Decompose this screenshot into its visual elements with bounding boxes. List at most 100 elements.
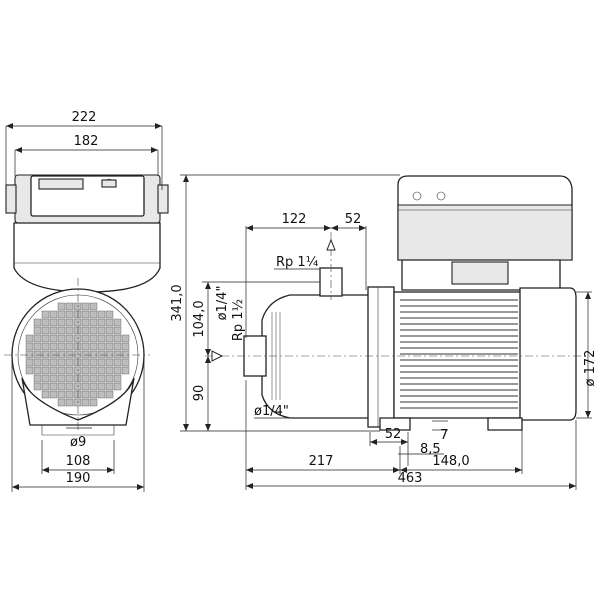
grille-cell xyxy=(49,334,58,343)
grille-cell xyxy=(25,358,34,367)
grille-cell xyxy=(41,390,50,399)
grille-cell xyxy=(57,310,66,319)
grille-cell xyxy=(25,350,34,359)
grille-cell xyxy=(89,326,98,335)
inlet-flow-arrow-icon xyxy=(211,350,224,362)
grille-cell xyxy=(113,318,122,327)
grille-cell xyxy=(97,366,106,375)
grille-cell xyxy=(121,350,130,359)
fan-grille xyxy=(25,302,130,407)
front-foot-left xyxy=(379,417,411,431)
grille-cell xyxy=(89,342,98,351)
grille-cell xyxy=(81,302,90,311)
grille-cell xyxy=(65,326,74,335)
grille-cell xyxy=(113,350,122,359)
dim-outlet-spacing: 52 xyxy=(345,212,362,227)
grille-cell xyxy=(65,358,74,367)
grille-cell xyxy=(105,358,114,367)
grille-cell xyxy=(57,318,66,327)
dim-height-outlet: 104,0 xyxy=(192,300,207,337)
grille-cell xyxy=(57,398,66,407)
grille-cell xyxy=(89,334,98,343)
outlet-flow-arrow-icon xyxy=(326,238,336,251)
grille-cell xyxy=(113,358,122,367)
terminal-block xyxy=(451,261,509,285)
grille-cell xyxy=(49,326,58,335)
grille-cell xyxy=(33,374,42,383)
dim-len-motor: 148,0 xyxy=(432,454,469,469)
grille-cell xyxy=(33,358,42,367)
grille-cell xyxy=(89,398,98,407)
grille-cell xyxy=(65,390,74,399)
grille-cell xyxy=(41,382,50,391)
grille-cell xyxy=(41,318,50,327)
grille-cell xyxy=(65,350,74,359)
dim-len-inlet: 217 xyxy=(309,454,334,469)
grille-cell xyxy=(57,390,66,399)
control-button-icon xyxy=(101,179,117,188)
grille-cell xyxy=(73,318,82,327)
dim-foot-height: 7 xyxy=(440,428,448,443)
dim-foot-width: 52 xyxy=(385,427,402,442)
grille-cell xyxy=(97,318,106,327)
front-view: 341,0 104,0 90 122 52 Rp 1¼ Rp 1½ ø1/4" … xyxy=(170,174,598,490)
grille-cell xyxy=(73,302,82,311)
grille-cell xyxy=(73,382,82,391)
display-window xyxy=(38,178,84,190)
grille-cell xyxy=(65,302,74,311)
grille-cell xyxy=(65,318,74,327)
grille-cell xyxy=(105,310,114,319)
grille-cell xyxy=(73,390,82,399)
dim-foot-gap: 8,5 xyxy=(420,442,441,457)
grille-cell xyxy=(41,350,50,359)
grille-cell xyxy=(97,334,106,343)
grille-cell xyxy=(81,310,90,319)
grille-cell xyxy=(49,350,58,359)
grille-cell xyxy=(25,334,34,343)
grille-cell xyxy=(89,310,98,319)
grille-cell xyxy=(97,310,106,319)
dim-width-box: 182 xyxy=(74,134,99,149)
grille-cell xyxy=(57,326,66,335)
grille-cell xyxy=(57,334,66,343)
grille-cell xyxy=(49,374,58,383)
front-foot-right xyxy=(487,417,523,431)
grille-cell xyxy=(73,342,82,351)
grille-cell xyxy=(105,326,114,335)
grille-cell xyxy=(105,350,114,359)
grille-cell xyxy=(33,318,42,327)
grille-cell xyxy=(73,350,82,359)
grille-cell xyxy=(49,366,58,375)
grille-cell xyxy=(89,382,98,391)
grille-cell xyxy=(81,390,90,399)
grille-cell xyxy=(57,350,66,359)
dim-height-overall: 341,0 xyxy=(170,284,185,321)
grille-cell xyxy=(81,326,90,335)
grille-cell xyxy=(65,342,74,351)
grille-cell xyxy=(81,382,90,391)
grille-cell xyxy=(81,358,90,367)
grille-cell xyxy=(81,366,90,375)
grille-cell xyxy=(25,342,34,351)
grille-cell xyxy=(49,358,58,367)
grille-cell xyxy=(105,382,114,391)
motor-fins xyxy=(400,299,518,409)
side-controller-body xyxy=(13,222,161,293)
grille-cell xyxy=(113,326,122,335)
outlet-thread-label: Rp 1¼ xyxy=(276,255,319,270)
dim-hole-dia: ø9 xyxy=(70,435,86,450)
grille-cell xyxy=(65,398,74,407)
dim-height-axis: 90 xyxy=(192,385,207,402)
grille-cell xyxy=(105,390,114,399)
grille-cell xyxy=(105,334,114,343)
grille-cell xyxy=(33,342,42,351)
dim-width-overall: 222 xyxy=(72,110,97,125)
grille-cell xyxy=(81,334,90,343)
grille-cell xyxy=(73,366,82,375)
grille-cell xyxy=(33,334,42,343)
front-fan-cover xyxy=(519,287,577,421)
dim-len-total: 463 xyxy=(398,471,423,486)
grille-cell xyxy=(113,342,122,351)
grille-cell xyxy=(81,374,90,383)
grille-cell xyxy=(73,334,82,343)
